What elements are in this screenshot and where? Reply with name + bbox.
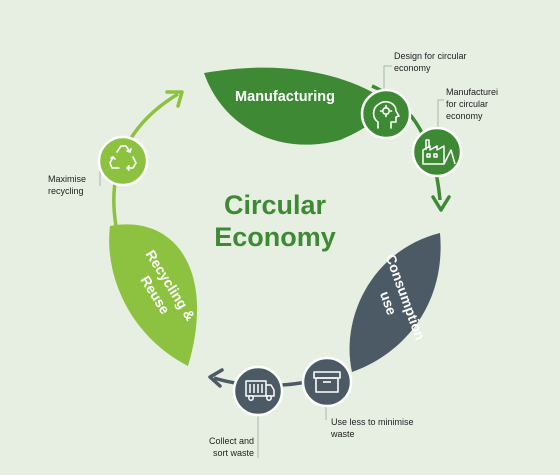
recycle-icon-node — [97, 135, 149, 187]
note-collect-line1: Collect and — [209, 436, 254, 446]
design-icon-node — [360, 88, 412, 140]
manufacturing-petal — [204, 67, 392, 145]
note-collect-line2: sort waste — [213, 448, 254, 458]
note-manufacture-line2: for circular — [446, 99, 488, 109]
note-design-line1: Design for circular — [394, 51, 467, 61]
consumption-petal — [349, 233, 441, 372]
factory-icon — [422, 139, 456, 165]
manufacture-icon-node — [411, 126, 463, 178]
recycling-petal — [109, 224, 198, 366]
arrow-head-down — [431, 195, 451, 212]
box-icon — [313, 371, 341, 393]
leader-manufacture — [437, 99, 444, 130]
manufacturing-label: Manufacturing — [235, 89, 335, 105]
note-manufacture-line3: economy — [446, 111, 483, 121]
truck-icon-node — [232, 365, 284, 417]
note-useless-line2: waste — [330, 429, 355, 439]
truck-icon — [245, 380, 275, 401]
arrow-head-up — [165, 90, 184, 108]
note-maximise-line2: recycling — [48, 186, 84, 196]
recycle-icon — [109, 145, 137, 171]
note-useless-line1: Use less to minimise — [331, 417, 414, 427]
center-title-line1: Circular — [224, 190, 327, 220]
center-title-line2: Economy — [214, 222, 336, 252]
box-icon-node — [301, 356, 353, 408]
head-gear-icon — [372, 101, 400, 129]
note-manufacture-line1: Manufacturei — [446, 87, 498, 97]
leader-design — [383, 65, 392, 94]
consumption-label-line2: use — [377, 289, 400, 317]
note-maximise-line1: Maximise — [48, 174, 86, 184]
note-design-line2: economy — [394, 63, 431, 73]
arrow-head-left — [208, 368, 224, 388]
